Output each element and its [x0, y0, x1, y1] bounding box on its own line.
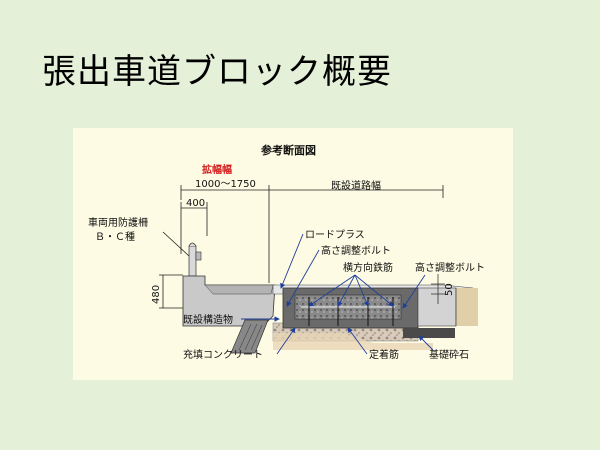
transverse-rebar-leaders: [308, 274, 394, 307]
road-plus-label: ロードプラス: [305, 229, 365, 241]
existing-structure: [230, 319, 269, 354]
anchor-rebar-label: 定着筋: [369, 348, 399, 361]
fill-concrete-label: 充填コンクリート: [183, 348, 263, 361]
dim-400-label: 400: [186, 198, 205, 209]
adjust-bolt-2-leader: [402, 274, 426, 309]
transverse-rebar-label: 横方向鉄筋: [343, 261, 393, 274]
guard-class-label: Ｂ・Ｃ種: [95, 230, 135, 243]
adjust-bolt-2-label: 高さ調整ボルト: [415, 261, 485, 274]
anchor-rebar-leader: [347, 327, 368, 355]
slide-title: 張出車道ブロック概要: [42, 52, 392, 92]
adjust-bolt-1-label: 高さ調整ボルト: [321, 244, 391, 257]
dim-50-lines: [431, 274, 445, 304]
expansion-width-label: 拡幅幅: [202, 163, 232, 176]
figure-caption: 参考断面図: [261, 143, 316, 157]
road-plus-leader: [280, 233, 304, 289]
block-top-slope: [204, 284, 274, 295]
fill-concrete-leader: [276, 327, 296, 355]
adjust-bolt-1-leader: [286, 249, 320, 307]
dim-480-label: 480: [151, 285, 162, 304]
dim-50-label: 50: [444, 283, 455, 296]
expansion-range-label: 1000～1750: [195, 179, 256, 190]
guard-leader: [162, 231, 190, 257]
existing-road-width-label: 既設道路幅: [331, 179, 381, 192]
base-gravel-leader: [418, 335, 434, 351]
subgrade: [273, 333, 433, 350]
structure-hatch: [238, 323, 263, 351]
base-gravel-strip: [403, 328, 455, 338]
cross-section-drawing: 参考断面図 拡幅幅 1000～1750 既設道路幅 400 480 車両用防護柵…: [88, 143, 485, 361]
guard-fence-post: [188, 242, 202, 277]
dimension-lines: [159, 185, 444, 309]
right-soil: [456, 288, 478, 326]
existing-structure-label: 既設構造物: [183, 313, 233, 326]
cross-section-figure: 参考断面図 拡幅幅 1000～1750 既設道路幅 400 480 車両用防護柵…: [73, 128, 513, 380]
guard-fence-label: 車両用防護柵: [88, 216, 148, 229]
base-gravel-label: 基礎砕石: [429, 348, 469, 361]
